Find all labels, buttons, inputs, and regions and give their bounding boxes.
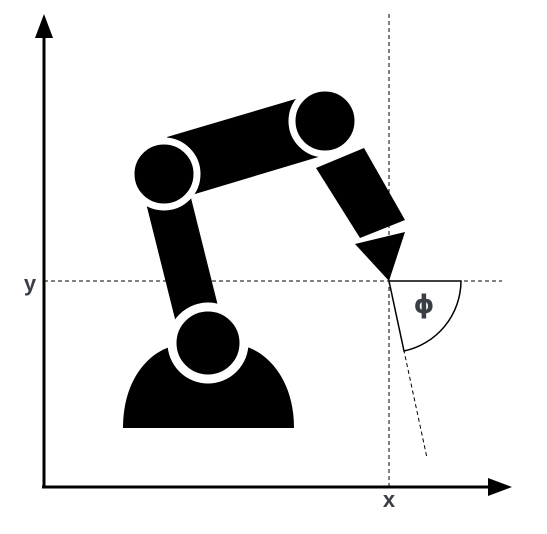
robot-base [123,347,294,428]
forearm-link [316,148,405,238]
coordinate-axes [35,14,512,496]
upper-link [167,95,325,197]
shoulder-joint [127,137,201,211]
y-axis-arrowhead [35,14,53,38]
x-axis-arrowhead [488,478,512,496]
elbow-joint [288,84,362,158]
robot-arm [123,84,405,428]
angle-arc [388,280,462,352]
x-axis-label: x [383,487,396,512]
base-joint [167,302,249,384]
angle-phi-label: ϕ [414,290,435,320]
tool-tip [355,232,405,281]
y-axis-label: y [24,271,37,296]
